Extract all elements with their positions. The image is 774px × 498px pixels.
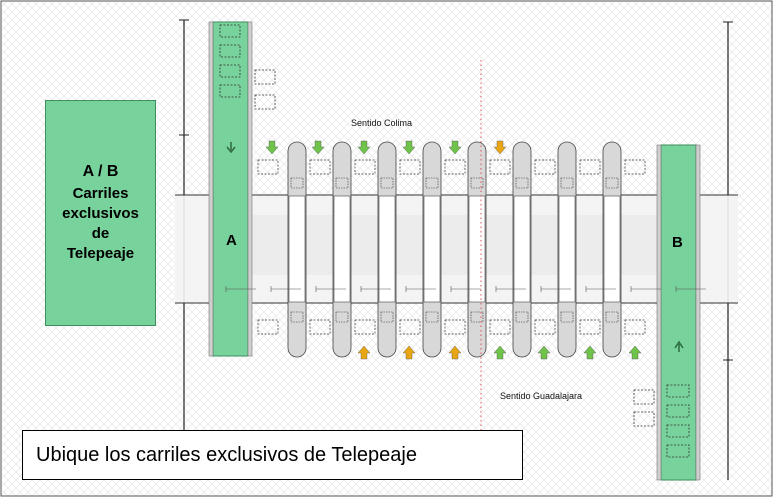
legend-line: Telepeaje xyxy=(66,245,135,262)
arrow-up-icon xyxy=(628,345,642,360)
booth-island xyxy=(602,141,622,358)
vehicle-outline xyxy=(257,319,279,335)
vehicle-outline xyxy=(624,159,646,175)
dimension-marks xyxy=(225,286,706,292)
vehicle-outline xyxy=(579,319,601,335)
vehicle-outline xyxy=(399,319,421,335)
vehicle-outline xyxy=(444,319,466,335)
booth-islands xyxy=(257,141,646,358)
vehicle-outline xyxy=(309,159,331,175)
arrow-up-icon xyxy=(402,345,416,360)
vehicle-outline xyxy=(534,319,556,335)
booth-island xyxy=(422,141,442,358)
booth-row-band xyxy=(240,215,660,275)
booth-island xyxy=(467,141,487,358)
lane-a-arrow xyxy=(226,142,236,154)
direction-arrows xyxy=(265,140,642,360)
lane-a-label: A xyxy=(226,232,237,249)
legend-line: de xyxy=(91,225,110,242)
lane-b xyxy=(660,144,697,481)
arrow-down-icon xyxy=(493,140,507,155)
arrow-down-icon xyxy=(265,140,279,155)
arrow-up-icon xyxy=(448,345,462,360)
caption-box: Ubique los carriles exclusivos de Telepe… xyxy=(22,430,523,480)
booth-island xyxy=(512,141,532,358)
arrow-up-icon xyxy=(493,345,507,360)
vehicle-outline xyxy=(489,159,511,175)
booth-island xyxy=(377,141,397,358)
legend-box: A / B Carriles exclusivos de Telepeaje xyxy=(45,100,156,326)
vehicle-outline xyxy=(534,159,556,175)
lane-a xyxy=(212,21,249,357)
booth-island xyxy=(332,141,352,358)
legend-title: A / B xyxy=(82,163,119,180)
direction-label-north: Sentido Colima xyxy=(351,118,413,128)
arrow-up-icon xyxy=(357,345,371,360)
vehicle-outline xyxy=(354,319,376,335)
arrow-down-icon xyxy=(448,140,462,155)
legend-line: exclusivos xyxy=(62,205,139,222)
arrow-up-icon xyxy=(537,345,551,360)
lane-b-arrow xyxy=(674,340,684,352)
vehicles-lane-b xyxy=(633,384,690,458)
vehicle-outline xyxy=(257,159,279,175)
booth-island xyxy=(557,141,577,358)
vehicle-outline xyxy=(624,319,646,335)
vehicle-outline xyxy=(489,319,511,335)
arrow-up-icon xyxy=(583,345,597,360)
vehicle-outline xyxy=(399,159,421,175)
booth-island xyxy=(287,141,307,358)
arrow-down-icon xyxy=(402,140,416,155)
vehicle-outline xyxy=(354,159,376,175)
vehicle-outline xyxy=(579,159,601,175)
lane-b-label: B xyxy=(672,234,683,251)
vehicles-lane-a xyxy=(219,24,276,110)
arrow-down-icon xyxy=(357,140,371,155)
arrow-down-icon xyxy=(311,140,325,155)
direction-label-south: Sentido Guadalajara xyxy=(500,391,583,401)
vehicle-outline xyxy=(444,159,466,175)
legend-line: Carriles xyxy=(72,185,129,202)
vehicle-outline xyxy=(309,319,331,335)
